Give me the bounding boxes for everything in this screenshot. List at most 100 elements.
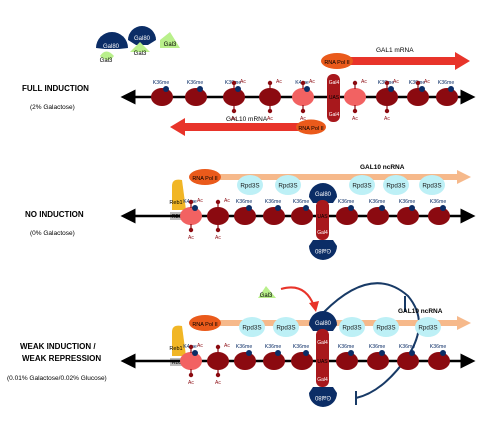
acetyl-mark (188, 199, 194, 205)
acetyl-label: Ac (224, 198, 230, 204)
gal4-label: Gal4 (317, 230, 328, 236)
methyl-label: K36me (399, 199, 416, 205)
gal80-protein (309, 311, 337, 331)
gal10-ncrna-label: GAL10 ncRNA (360, 164, 405, 171)
methyl-mark (379, 205, 385, 211)
acetyl-label: Ac (309, 79, 315, 85)
gal80-protein (309, 183, 337, 203)
gal10-mrna-label: GAL10 mRNA (226, 116, 268, 123)
nucleosome (428, 207, 450, 225)
methyl-mark (409, 350, 415, 356)
gal80-shape (96, 32, 128, 49)
panel-title: FULL INDUCTION (22, 84, 89, 93)
nucleosome-array: K36meK36meK36meAcAcAcAcK4meAcAcAcAcK36me… (151, 79, 458, 122)
rpd3s-label: Rpd3S (352, 183, 371, 190)
rna-pol-label: RNA Pol II (298, 126, 324, 132)
nucleosome (263, 207, 285, 225)
nucleosome (180, 352, 202, 370)
acetyl-mark (215, 344, 221, 350)
nucleosome (259, 88, 281, 106)
acetyl-mark (231, 108, 237, 114)
gal10-mrna-arrow-body (185, 123, 322, 131)
methyl-label: K36me (369, 344, 386, 350)
acetyl-label: Ac (424, 79, 430, 85)
methyl-mark (379, 350, 385, 356)
gal4-dimer (316, 200, 329, 240)
rpd3s-label: Rpd3S (240, 183, 259, 190)
acetyl-label: Ac (188, 380, 194, 386)
gal3-label: Gal3 (260, 293, 273, 299)
methyl-label: K36me (338, 199, 355, 205)
panel-subtitle: (0.01% Galactose/0.02% Glucose) (7, 375, 107, 382)
acetyl-label: Ac (393, 79, 399, 85)
activation-arrowhead (309, 301, 319, 312)
methyl-mark (304, 86, 310, 92)
methyl-label: K36me (338, 344, 355, 350)
acetyl-label: Ac (361, 79, 367, 85)
methyl-mark (275, 205, 281, 211)
rpd3s-label: Rpd3S (242, 325, 261, 332)
gal80-label: Gal80 (134, 36, 151, 42)
methyl-mark (246, 350, 252, 356)
panel-title: NO INDUCTION (25, 210, 84, 219)
methyl-mark (448, 86, 454, 92)
gal4-dimer (316, 329, 329, 387)
methyl-label: K36me (265, 344, 282, 350)
nucleosome (234, 207, 256, 225)
reb1-protein (172, 179, 186, 210)
methyl-label: K36me (153, 80, 170, 86)
methyl-mark (440, 205, 446, 211)
nucleosome-array: K4meAcAcAcAcK36meK36meK36meK36meK36meK36… (180, 343, 450, 386)
nucleosome (376, 88, 398, 106)
rpd3s-complex (349, 175, 375, 195)
gal3-protein (258, 286, 276, 298)
gal3-shape (130, 42, 150, 52)
nucleosome (207, 352, 229, 370)
acetyl-mark (188, 372, 194, 378)
nucleosome (263, 352, 285, 370)
gal80-protein (309, 387, 337, 407)
nucleosome (367, 207, 389, 225)
methyl-label: K36me (293, 199, 310, 205)
uas-label: UAS (329, 95, 340, 101)
repression-curve (323, 282, 420, 399)
methyl-label: K36me (399, 344, 416, 350)
methyl-mark (440, 350, 446, 356)
rpd3s-label: Rpd3S (376, 325, 395, 332)
nucleosome (436, 88, 458, 106)
acetyl-mark (384, 108, 390, 114)
methyl-mark (388, 86, 394, 92)
rna-pol-label: RNA Pol II (324, 60, 350, 66)
acetyl-mark (267, 108, 273, 114)
methyl-mark (348, 350, 354, 356)
gal4-label: Gal4 (329, 112, 340, 118)
rpd3s-complex (339, 317, 365, 337)
gal1-mrna-arrowhead (455, 52, 470, 70)
nucleosome-array: K4meAcAcAcAcK36meK36meK36meK36meK36meK36… (180, 198, 450, 241)
acetyl-label: Ac (231, 116, 237, 122)
acetyl-label: Ac (197, 343, 203, 349)
uas-label: UAS (317, 359, 328, 365)
gal10-ncrna-arrowhead (457, 170, 471, 184)
methyl-label: K36me (236, 344, 253, 350)
acetyl-mark (188, 227, 194, 233)
rpd3s-complex (237, 175, 263, 195)
rpd3s-label: Rpd3S (342, 325, 361, 332)
legend-gal80-gal3: Gal80 Gal3 Gal80 Gal3 Gal3 (96, 26, 180, 64)
nucleosome (367, 352, 389, 370)
rna-pol-ii (321, 53, 353, 69)
gal80-label: Gal80 (315, 321, 332, 327)
acetyl-label: Ac (384, 116, 390, 122)
panel-title-line2: WEAK REPRESSION (22, 354, 101, 363)
weak-induction-label: WEAK INDUCTION / WEAK REPRESSION (0.01% … (7, 342, 107, 382)
gal10-ncrna-arrow-body (205, 174, 457, 180)
acetyl-label: Ac (300, 116, 306, 122)
full-induction-label: FULL INDUCTION (2% Galactose) (22, 84, 89, 111)
gal3-label: Gal3 (100, 58, 113, 64)
gal80-label: Gal80 (103, 44, 120, 50)
acetyl-label: Ac (215, 235, 221, 241)
rpd3s-complex (239, 317, 265, 337)
no-induction-label: NO INDUCTION (0% Galactose) (25, 210, 84, 237)
gal4-label: Gal4 (317, 377, 328, 383)
